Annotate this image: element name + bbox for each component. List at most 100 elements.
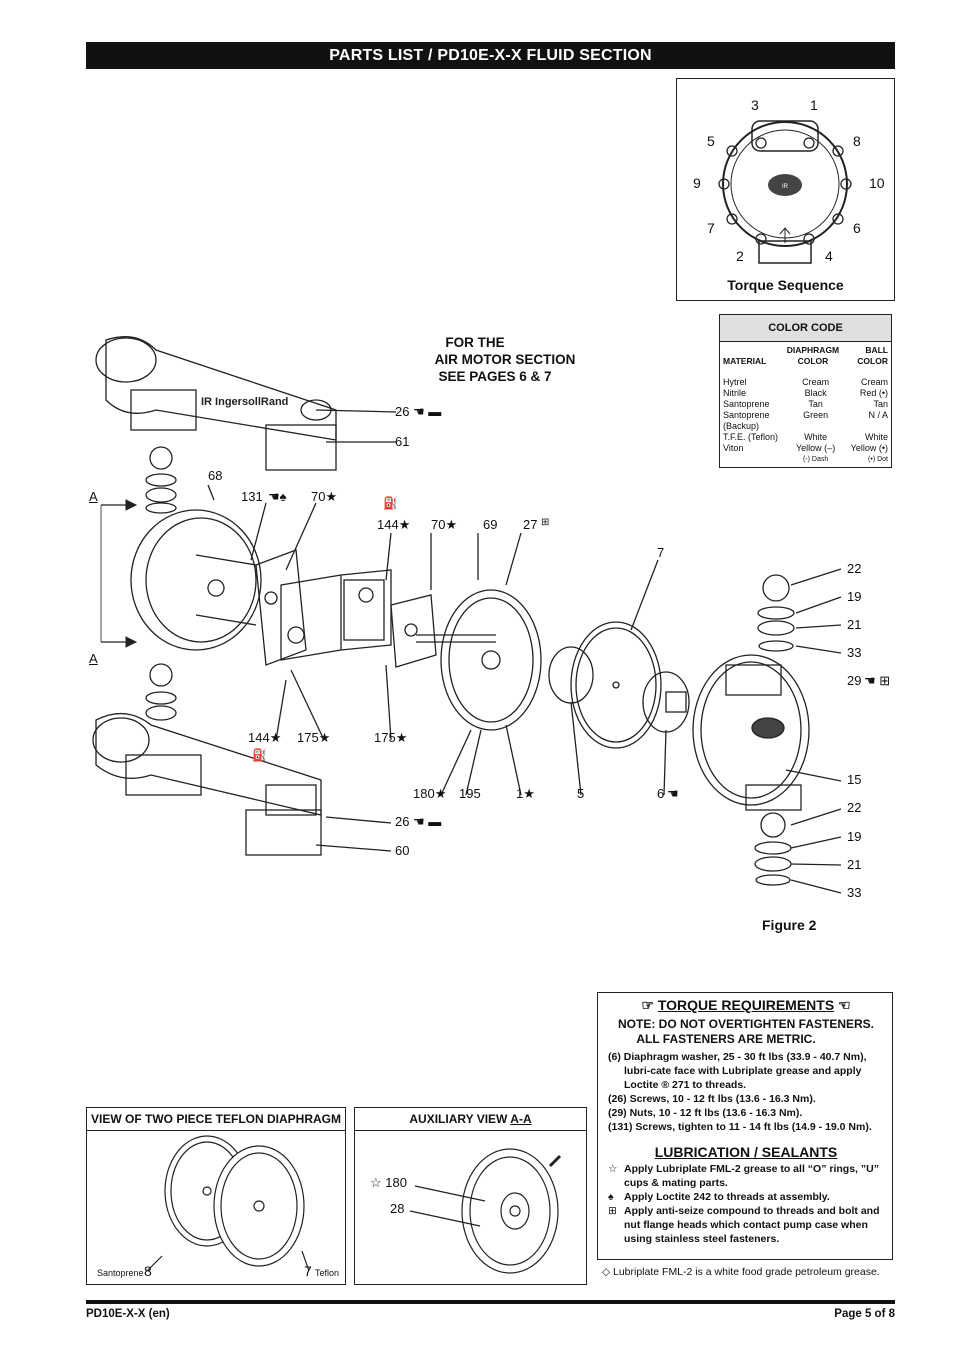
lubrication-item-loctite: ♠ Apply Loctite 242 to threads at assemb… <box>608 1190 884 1204</box>
lubrication-footnote: ◇ Lubriplate FML-2 is a white food grade… <box>602 1266 880 1278</box>
anti-seize-icon: ⊞ <box>541 517 550 528</box>
color-code-cell-material: T.F.E. (Teflon) <box>723 432 779 442</box>
callout-180: 180★ <box>413 786 447 801</box>
teflon-diaphragm-view: VIEW OF TWO PIECE TEFLON DIAPHRAGM Santo… <box>86 1107 346 1285</box>
footer-page-number: Page 5 of 8 <box>834 1308 895 1320</box>
callout-61: 61 <box>395 434 410 449</box>
grease-icon-bottom: ⛽ <box>252 748 267 762</box>
torque-seq-3: 3 <box>751 97 759 113</box>
callout-69: 69 <box>483 517 498 532</box>
auxiliary-view-drawing <box>409 1148 562 1274</box>
pointing-hand-left-icon: ☜ <box>838 997 851 1013</box>
figure-label: Figure 2 <box>762 917 817 933</box>
color-code-cell-ball: Cream <box>860 377 888 387</box>
callout-144-bottom: 144★ <box>248 730 282 745</box>
auxiliary-view: AUXILIARY VIEW A-A ☆ 180 28 <box>354 1107 587 1285</box>
auxiliary-view-title: AUXILIARY VIEW A-A <box>355 1108 586 1131</box>
svg-text:IR: IR <box>782 184 789 190</box>
color-code-cell-diaphragm: Cream <box>802 377 830 387</box>
pointing-hand-icon: ☞ <box>641 997 658 1013</box>
lubrication-title: LUBRICATION / SEALANTS <box>654 1144 838 1160</box>
color-code-cell-diaphragm: Green <box>803 410 829 420</box>
lubrication-item-grease-text: Apply Lubriplate FML-2 grease to all “O”… <box>624 1163 879 1189</box>
color-code-cell-diaphragm: (-) Dash <box>802 456 829 463</box>
torque-seq-10: 10 <box>869 175 885 191</box>
color-code-cell-ball: Red (•) <box>859 388 888 398</box>
color-code-cell-diaphragm: Black <box>804 388 827 398</box>
callout-22-top: 22 <box>847 561 862 576</box>
col-ball-2: COLOR <box>857 356 888 366</box>
star-outline-icon: ☆ <box>608 1163 618 1175</box>
callout-21-top: 21 <box>847 617 862 632</box>
torque-note-2: ALL FASTENERS ARE METRIC. <box>636 1032 816 1046</box>
callout-131: 131 <box>241 489 263 504</box>
torque-seq-6: 6 <box>853 220 861 236</box>
pump-cover-illustration: IR <box>718 120 852 264</box>
teflon-view-title: VIEW OF TWO PIECE TEFLON DIAPHRAGM <box>87 1108 345 1131</box>
hand-icon: ☚ ▬ <box>413 404 442 419</box>
callout-70-left: 70★ <box>311 489 338 504</box>
callout-26-bottom: 26 <box>395 814 410 829</box>
callout-19-bottom: 19 <box>847 829 862 844</box>
color-code-cell-material: Nitrile <box>723 388 747 398</box>
torque-item-29: (29) Nuts, 10 - 12 ft lbs (13.6 - 16.3 N… <box>608 1107 803 1119</box>
torque-note-1: NOTE: DO NOT OVERTIGHTEN FASTENERS. <box>617 1017 874 1031</box>
aux-title-ref: A-A <box>510 1112 532 1126</box>
col-diaphragm-1: DIAPHRAGM <box>786 345 840 355</box>
footer-rule <box>86 1300 895 1304</box>
torque-seq-2: 2 <box>736 248 744 264</box>
aux-title-prefix: AUXILIARY VIEW <box>409 1112 511 1126</box>
color-code-cell-diaphragm: Yellow (–) <box>796 443 836 453</box>
torque-item-131: (131) Screws, tighten to 11 - 14 ft lbs … <box>608 1121 872 1133</box>
torque-item-26: (26) Screws, 10 - 12 ft lbs (13.6 - 16.3… <box>608 1093 816 1105</box>
callout-68: 68 <box>208 468 223 483</box>
color-code-table: COLOR CODE DIAPHRAGM BALL MATERIAL COLOR… <box>719 314 892 468</box>
color-code-row: Hytrel Cream Cream <box>720 377 891 388</box>
callout-175-left: 175★ <box>297 730 331 745</box>
callout-29: 29 <box>847 673 862 688</box>
torque-seq-4: 4 <box>825 248 833 264</box>
color-code-cell-ball: N / A <box>868 410 888 420</box>
callout-60: 60 <box>395 843 410 858</box>
color-code-row: Santoprene Green N / A <box>720 410 891 421</box>
color-code-cell-material: Santoprene <box>723 410 770 420</box>
section-marker-a-top: A <box>89 489 98 504</box>
callout-19-top: 19 <box>847 589 862 604</box>
color-code-cell-material: Hytrel <box>723 377 747 387</box>
lubrication-item-loctite-text: Apply Loctite 242 to threads at assembly… <box>624 1191 830 1203</box>
teflon-label: Teflon <box>315 1268 340 1278</box>
section-marker-a-bottom: A <box>89 651 98 666</box>
part-7-label: 7 <box>304 1263 312 1279</box>
torque-requirements-heading: ☞ TORQUE REQUIREMENTS ☜ <box>608 997 884 1017</box>
air-motor-note-line2: AIR MOTOR SECTION <box>434 352 576 367</box>
color-code-row: (-) Dash(•) Dot <box>720 454 891 465</box>
aux-callout-28: 28 <box>390 1201 405 1216</box>
callout-1: 1★ <box>516 786 535 801</box>
teflon-diaphragm-drawing <box>146 1135 310 1272</box>
callout-70-right: 70★ <box>431 517 458 532</box>
torque-seq-1: 1 <box>810 97 818 113</box>
color-code-title: COLOR CODE <box>720 315 891 342</box>
color-code-cell-material: Santoprene <box>723 399 770 409</box>
col-diaphragm-2: COLOR <box>797 356 829 366</box>
callout-22-bottom: 22 <box>847 800 862 815</box>
color-code-cell-diaphragm: White <box>804 432 828 442</box>
air-motor-note: FOR THE AIR MOTOR SECTION SEE PAGES 6 & … <box>420 334 590 385</box>
callout-15: 15 <box>847 772 862 787</box>
callout-33-top: 33 <box>847 645 862 660</box>
callout-21-bottom: 21 <box>847 857 862 872</box>
torque-seq-7: 7 <box>707 220 715 236</box>
callout-27: 27 <box>523 517 538 532</box>
torque-item-6: (6) Diaphragm washer, 25 - 30 ft lbs (33… <box>608 1051 867 1091</box>
color-code-row: (Backup) <box>720 421 891 432</box>
callout-5: 5 <box>577 786 585 801</box>
aux-callout-180: ☆ 180 <box>370 1175 407 1190</box>
color-code-cell-material: (Backup) <box>723 421 760 431</box>
hand-icon-6: ☚ <box>667 786 679 801</box>
color-code-cell-diaphragm: Tan <box>808 399 823 409</box>
callout-175-right: 175★ <box>374 730 408 745</box>
callout-144-top: 144★ <box>377 517 411 532</box>
